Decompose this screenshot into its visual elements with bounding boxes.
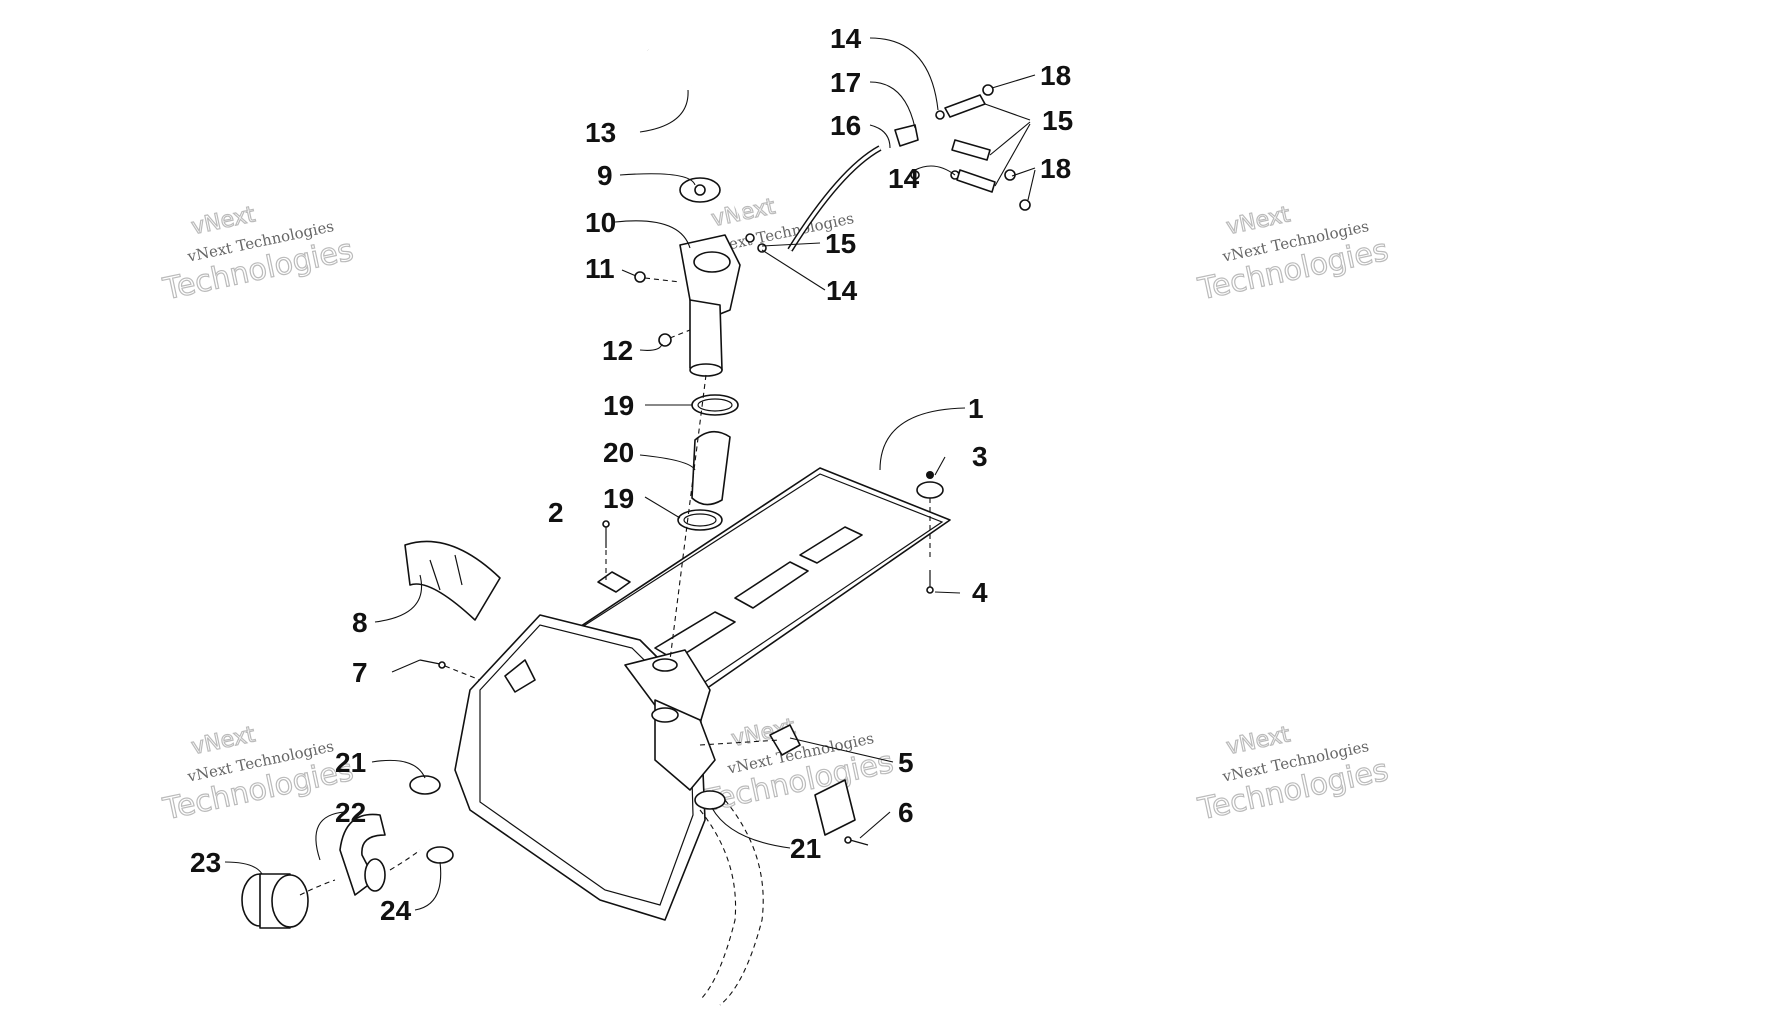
watermark-top-left: vNext vNext Technologies Technologies <box>159 202 357 308</box>
callout-22: 22 <box>335 797 366 828</box>
part-coupler-23 <box>241 873 309 929</box>
part-hoses-15 <box>944 94 996 193</box>
part-filler-cap-9 <box>679 177 721 203</box>
watermark-bottom-right: vNext vNext Technologies Technologies <box>1194 722 1392 828</box>
part-clip-5 <box>699 724 801 756</box>
part-insulation-8 <box>404 540 501 621</box>
callout-18-top: 18 <box>1040 60 1071 91</box>
callout-20: 20 <box>603 437 634 468</box>
callout-14-left: 14 <box>826 275 858 306</box>
part-hose-20 <box>691 430 731 506</box>
part-screw-4 <box>926 570 934 594</box>
part-screw-12 <box>658 329 691 347</box>
part-fastener-2 <box>597 520 631 593</box>
callout-12: 12 <box>602 335 633 366</box>
part-tee-fitting-17 <box>894 124 919 147</box>
callout-14-mid: 14 <box>888 163 920 194</box>
callout-17: 17 <box>830 67 861 98</box>
callout-14-top: 14 <box>830 23 862 54</box>
callout-23: 23 <box>190 847 221 878</box>
part-fastener-7 <box>419 659 481 681</box>
part-clamp-24 <box>426 846 454 864</box>
callout-13: 13 <box>585 117 616 148</box>
part-lower-hose <box>699 799 764 1006</box>
part-cover-panel <box>559 467 951 701</box>
leader-lines <box>224 37 1036 911</box>
part-breather-line-16 <box>787 145 882 252</box>
watermark-top-right: vNext vNext Technologies Technologies <box>1194 202 1392 308</box>
callout-11: 11 <box>585 253 615 284</box>
callout-15-right: 15 <box>1042 105 1073 136</box>
part-clamps-14 <box>745 110 960 253</box>
part-clamp-21-left <box>409 775 441 795</box>
part-elbow-hose-22 <box>339 813 386 896</box>
part-clamp-19-upper <box>691 394 739 416</box>
part-clamp-21-right <box>694 790 726 810</box>
callout-10: 10 <box>585 207 616 238</box>
callout-3: 3 <box>972 441 988 472</box>
callout-21-left: 21 <box>335 747 366 778</box>
callout-19-lower: 19 <box>603 483 634 514</box>
callout-9: 9 <box>597 160 613 191</box>
callout-7: 7 <box>352 657 368 688</box>
part-filler-neck-10 <box>679 234 741 377</box>
callout-18-bottom: 18 <box>1040 153 1071 184</box>
callout-6: 6 <box>898 797 914 828</box>
part-screw-11 <box>634 271 681 283</box>
callout-21-right: 21 <box>790 833 821 864</box>
callout-8: 8 <box>352 607 368 638</box>
part-grommet-3 <box>916 471 944 560</box>
callout-19-upper: 19 <box>603 390 634 421</box>
callout-4: 4 <box>972 577 988 608</box>
callout-15-left: 15 <box>825 228 856 259</box>
part-clamp-19-lower <box>677 509 723 531</box>
part-bracket-6 <box>814 779 869 846</box>
callout-24: 24 <box>380 895 412 926</box>
part-vent-hose-13 <box>647 48 744 221</box>
callout-1: 1 <box>968 393 984 424</box>
callout-16: 16 <box>830 110 861 141</box>
callout-5: 5 <box>898 747 914 778</box>
assembly-line-vertical <box>669 374 707 661</box>
callout-2: 2 <box>548 497 564 528</box>
watermark-bottom-left: vNext vNext Technologies Technologies <box>159 722 357 828</box>
part-frame-body <box>454 614 716 921</box>
